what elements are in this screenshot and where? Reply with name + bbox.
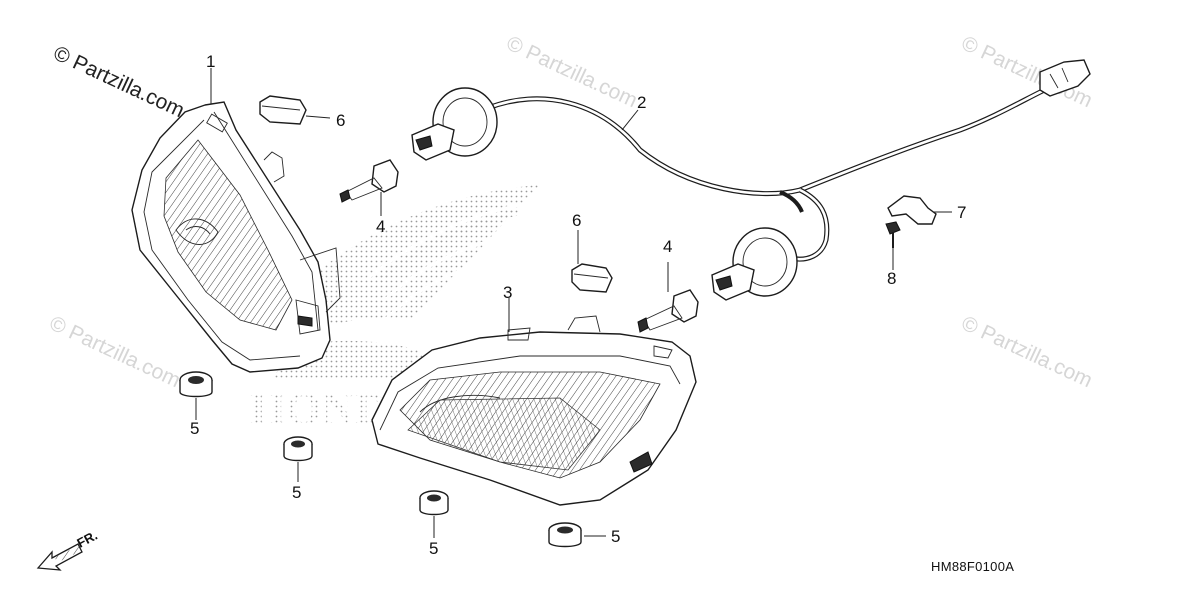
callout-number: 7 — [957, 203, 966, 222]
callout-number: 1 — [206, 52, 215, 71]
left-headlight-part-1[interactable] — [131, 101, 341, 373]
leader-lines — [195, 68, 952, 538]
grommet-part-5-d[interactable] — [548, 522, 582, 548]
callout-number: 4 — [376, 217, 385, 236]
grommet-part-5-c[interactable] — [419, 490, 449, 516]
callout-number: 6 — [336, 111, 345, 130]
watermark-faint: © Partzilla.com — [958, 312, 1096, 393]
watermark-faint: © Partzilla.com — [46, 312, 184, 393]
bulb-part-4-upper[interactable] — [339, 159, 399, 203]
callout-number: 5 — [611, 527, 620, 546]
rubber-cap-part-6-lower[interactable] — [571, 263, 613, 293]
rubber-cap-part-6-upper[interactable] — [259, 95, 307, 125]
grommet-part-5-a[interactable] — [179, 371, 213, 398]
callout-number: 3 — [503, 283, 512, 302]
wire-harness-part-2[interactable] — [411, 59, 1091, 301]
clamp-part-7[interactable] — [887, 195, 937, 225]
callout-number: 5 — [429, 539, 438, 558]
callout-number: 6 — [572, 211, 581, 230]
callout-number: 8 — [887, 269, 896, 288]
front-direction-arrow-icon: FR. — [36, 528, 100, 571]
callout-number: 5 — [190, 419, 199, 438]
callout-number: 2 — [637, 93, 646, 112]
screw-part-8[interactable] — [885, 221, 901, 248]
callout-number: 5 — [292, 483, 301, 502]
diagram-code: HM88F0100A — [931, 559, 1014, 574]
bulb-part-4-lower[interactable] — [637, 289, 699, 333]
callout-number: 4 — [663, 237, 672, 256]
watermark-main: © Partzilla.com — [50, 42, 188, 123]
grommet-part-5-b[interactable] — [283, 436, 313, 462]
right-headlight-part-3[interactable] — [371, 315, 697, 506]
